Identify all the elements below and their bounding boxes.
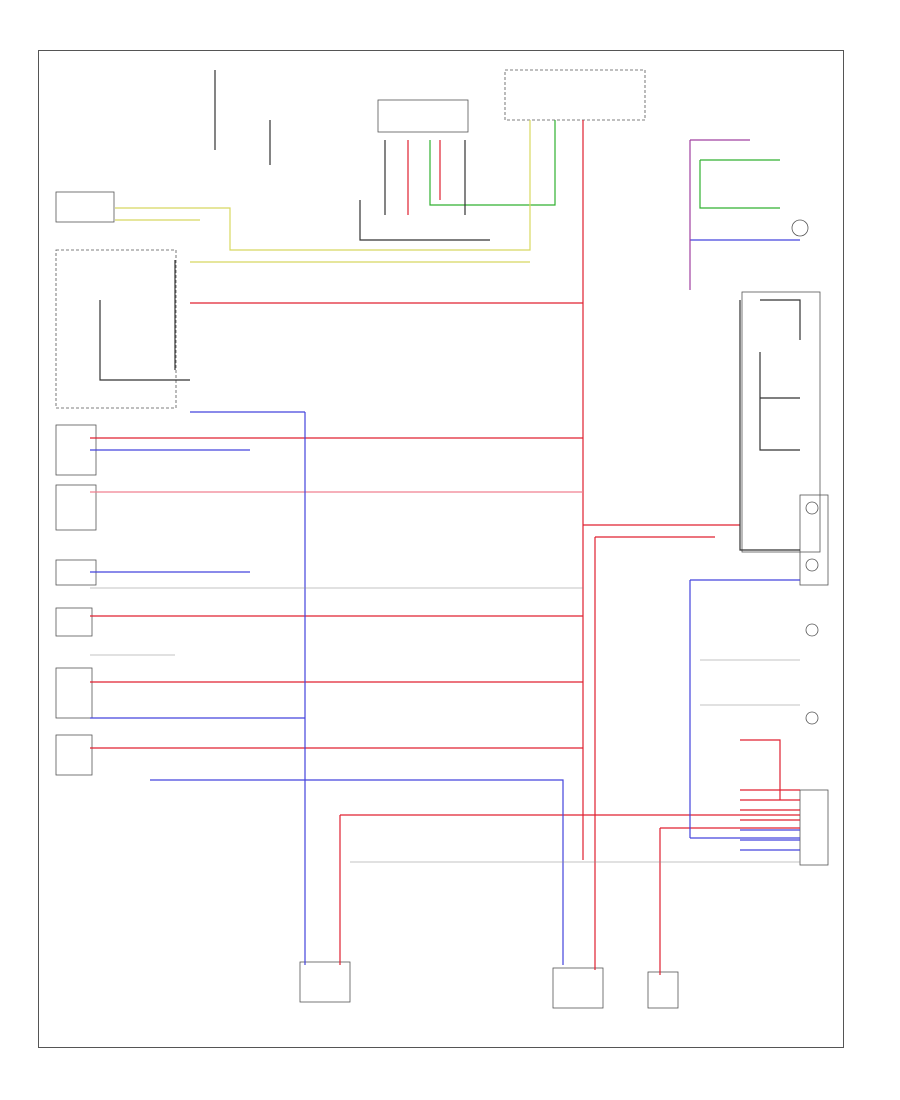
sensor-circle-1 [791,219,809,237]
connector-right-1 [741,291,821,553]
module-box-brake [55,484,97,531]
wire-green-right [699,160,780,209]
connector-right-3 [799,789,829,866]
actuator-box-mid [552,967,604,1009]
wire-black-2 [759,352,800,451]
module-box-sensor-2 [55,667,93,719]
connector-right-2 [799,494,829,586]
sensor-circle-4 [805,623,819,637]
module-box-sensor-3 [55,734,93,776]
wire-black-top-3 [359,200,490,241]
module-box-mid-left [55,249,177,409]
module-box-top-left [55,191,115,223]
wire-black-1 [760,299,801,340]
sensor-circle-5 [805,711,819,725]
sensor-circle-2 [805,501,819,515]
wire-black-4 [739,300,800,551]
wire-yellow-1 [115,120,531,251]
diagram-frame [38,50,844,1048]
wire-green-top [429,120,556,206]
wire-black-left-1 [99,300,190,381]
actuator-box-left [299,961,351,1003]
fuse-box-top [504,69,646,121]
actuator-box-right [647,971,679,1009]
relay-box-top [377,99,469,133]
sensor-circle-3 [805,558,819,572]
wire-blue-h-780 [150,779,564,965]
module-box-sensor-1 [55,607,93,637]
wire-red-right-740 [740,739,781,800]
